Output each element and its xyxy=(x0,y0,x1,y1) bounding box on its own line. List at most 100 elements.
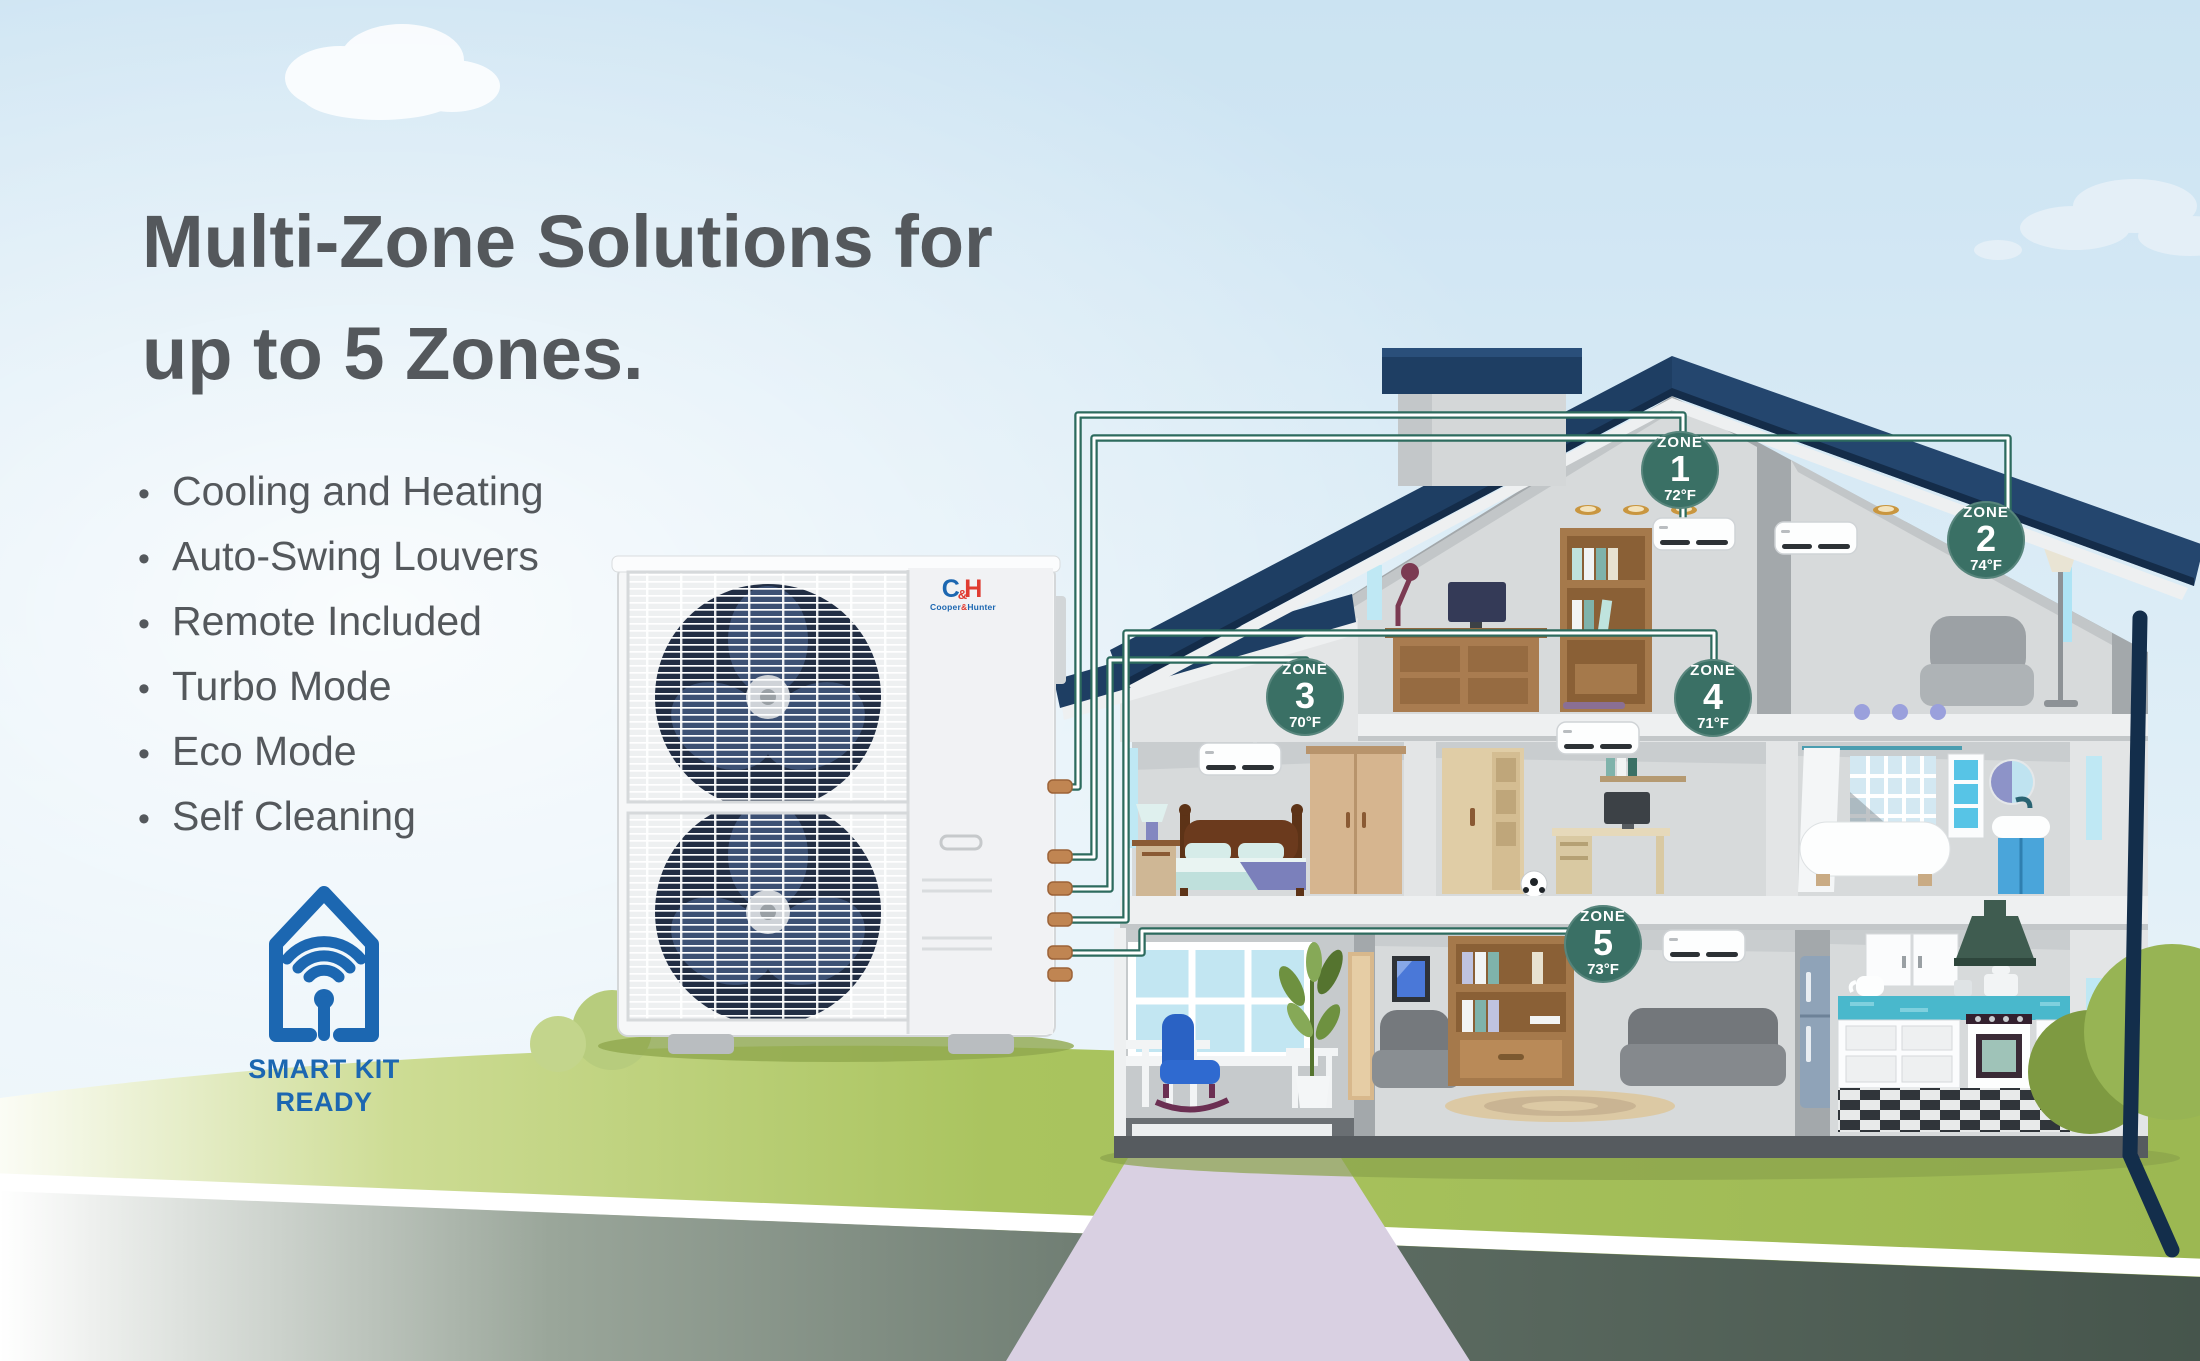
right-bushes xyxy=(2028,944,2200,1134)
fan-panel-top xyxy=(626,570,910,804)
stove xyxy=(1966,1014,2032,1088)
outdoor-unit xyxy=(611,555,1073,1054)
entry-door xyxy=(1348,952,1374,1100)
indoor-unit-zone5 xyxy=(1662,929,1746,963)
zone-2-temp: 74°F xyxy=(1970,557,2002,575)
wall-cabinet xyxy=(1947,753,1985,839)
indoor-unit-zone2 xyxy=(1774,521,1858,555)
office-bookshelf xyxy=(1560,528,1652,712)
soccer-ball xyxy=(1520,870,1548,898)
zone-4-number: 4 xyxy=(1702,676,1724,718)
zone-4-temp: 71°F xyxy=(1697,715,1729,733)
bullet-icon: • xyxy=(138,800,150,838)
gray-sofa xyxy=(1620,1008,1786,1086)
porch-step xyxy=(1132,1124,1332,1136)
zone-4-badge: ZONE 4 71°F xyxy=(1674,659,1752,737)
logo-word-cooper: Cooper xyxy=(930,602,961,612)
nightstand xyxy=(1132,804,1180,896)
zone-5-number: 5 xyxy=(1592,922,1614,964)
room-bathroom xyxy=(1798,704,2102,896)
feature-item: •Eco Mode xyxy=(138,720,544,785)
downspout xyxy=(2122,610,2180,1258)
zone-1-badge: ZONE 1 72°F xyxy=(1641,431,1719,509)
cooper-hunter-logo: C&H Cooper&Hunter xyxy=(930,575,996,612)
zone-3-temp: 70°F xyxy=(1289,714,1321,732)
logo-ampersand: & xyxy=(957,587,967,602)
line-zone2 xyxy=(1056,434,2012,861)
porch xyxy=(1114,928,1358,1140)
roof-right-slope xyxy=(1672,356,2200,586)
zone-1-number: 1 xyxy=(1669,448,1691,490)
headline-line2: up to 5 Zones. xyxy=(142,312,644,395)
logo-word-hunter: Hunter xyxy=(967,602,996,612)
panel-handle xyxy=(939,834,983,851)
wardrobe xyxy=(1306,746,1406,894)
rocking-chair xyxy=(1154,1014,1230,1113)
room-kids-zone4 xyxy=(1436,702,1766,898)
smart-kit-label-line1: SMART KIT xyxy=(248,1054,400,1084)
cloud-top-left xyxy=(285,24,500,120)
line-zone4 xyxy=(1056,629,1718,924)
wall-shelf xyxy=(1600,758,1686,782)
smart-home-wifi-icon xyxy=(269,886,379,1042)
desk-monitor xyxy=(1448,582,1506,628)
corner-post xyxy=(1114,928,1126,1140)
zone-3-number: 3 xyxy=(1294,675,1316,717)
desk-lamp xyxy=(1395,563,1419,626)
logo-letter-h: H xyxy=(964,575,982,603)
led-bar xyxy=(1563,702,1625,709)
zone-5-temp: 73°F xyxy=(1587,961,1619,979)
unit-feet xyxy=(668,1034,1014,1054)
fan-panel-bottom xyxy=(626,811,910,1022)
living-bookcase xyxy=(1448,936,1574,1086)
bullet-icon: • xyxy=(138,735,150,773)
kids-desk xyxy=(1552,792,1670,894)
smart-kit-badge: SMART KIT READY xyxy=(236,872,412,1119)
framed-picture xyxy=(1392,956,1430,1002)
indoor-unit-zone3 xyxy=(1198,742,1282,776)
feature-item: •Remote Included xyxy=(138,590,544,655)
zone-2-badge: ZONE 2 74°F xyxy=(1947,501,2025,579)
zone-3-badge: ZONE 3 70°F xyxy=(1266,658,1344,736)
bed xyxy=(1176,804,1306,896)
round-rug xyxy=(1445,1090,1675,1122)
zone-1-temp: 72°F xyxy=(1664,487,1696,505)
gray-armchair xyxy=(1372,1010,1460,1088)
feature-item: •Auto-Swing Louvers xyxy=(138,525,544,590)
clouds xyxy=(285,24,2200,260)
bathroom-lights xyxy=(1854,704,1946,720)
zone-5-badge: ZONE 5 73°F xyxy=(1564,905,1642,983)
potted-plant xyxy=(1278,942,1343,1108)
mirror xyxy=(1989,759,2035,805)
page-title: Multi-Zone Solutions for up to 5 Zones. xyxy=(142,186,993,410)
office-desk xyxy=(1385,628,1547,712)
house-base xyxy=(1114,1136,2148,1158)
cloud-top-right xyxy=(1974,179,2200,260)
zone-2-number: 2 xyxy=(1975,518,1997,560)
armchair xyxy=(1920,616,2034,706)
walkway-path xyxy=(1006,1128,1470,1361)
smart-kit-label-line2: READY xyxy=(275,1087,373,1117)
bathtub xyxy=(1799,821,1951,886)
bullet-icon: • xyxy=(138,670,150,708)
right-soffit xyxy=(1672,398,2188,600)
sink xyxy=(1992,796,2050,894)
service-valves xyxy=(1047,779,1073,982)
range-hood xyxy=(1954,900,2036,966)
feature-item: •Cooling and Heating xyxy=(138,460,544,525)
bullet-icon: • xyxy=(138,475,150,513)
pots xyxy=(1954,966,2018,996)
bullet-icon: • xyxy=(138,605,150,643)
control-panel xyxy=(908,568,1053,1034)
checker-floor xyxy=(1838,1088,2070,1132)
feature-item: •Turbo Mode xyxy=(138,655,544,720)
kettle xyxy=(1848,976,1884,996)
indoor-unit-zone4 xyxy=(1556,721,1640,755)
indoor-unit-zone1 xyxy=(1652,517,1736,551)
left-wing-fascia xyxy=(1062,620,1358,720)
kids-wardrobe xyxy=(1442,748,1524,894)
panel-grooves xyxy=(922,878,992,951)
headline-line1: Multi-Zone Solutions for xyxy=(142,200,993,283)
